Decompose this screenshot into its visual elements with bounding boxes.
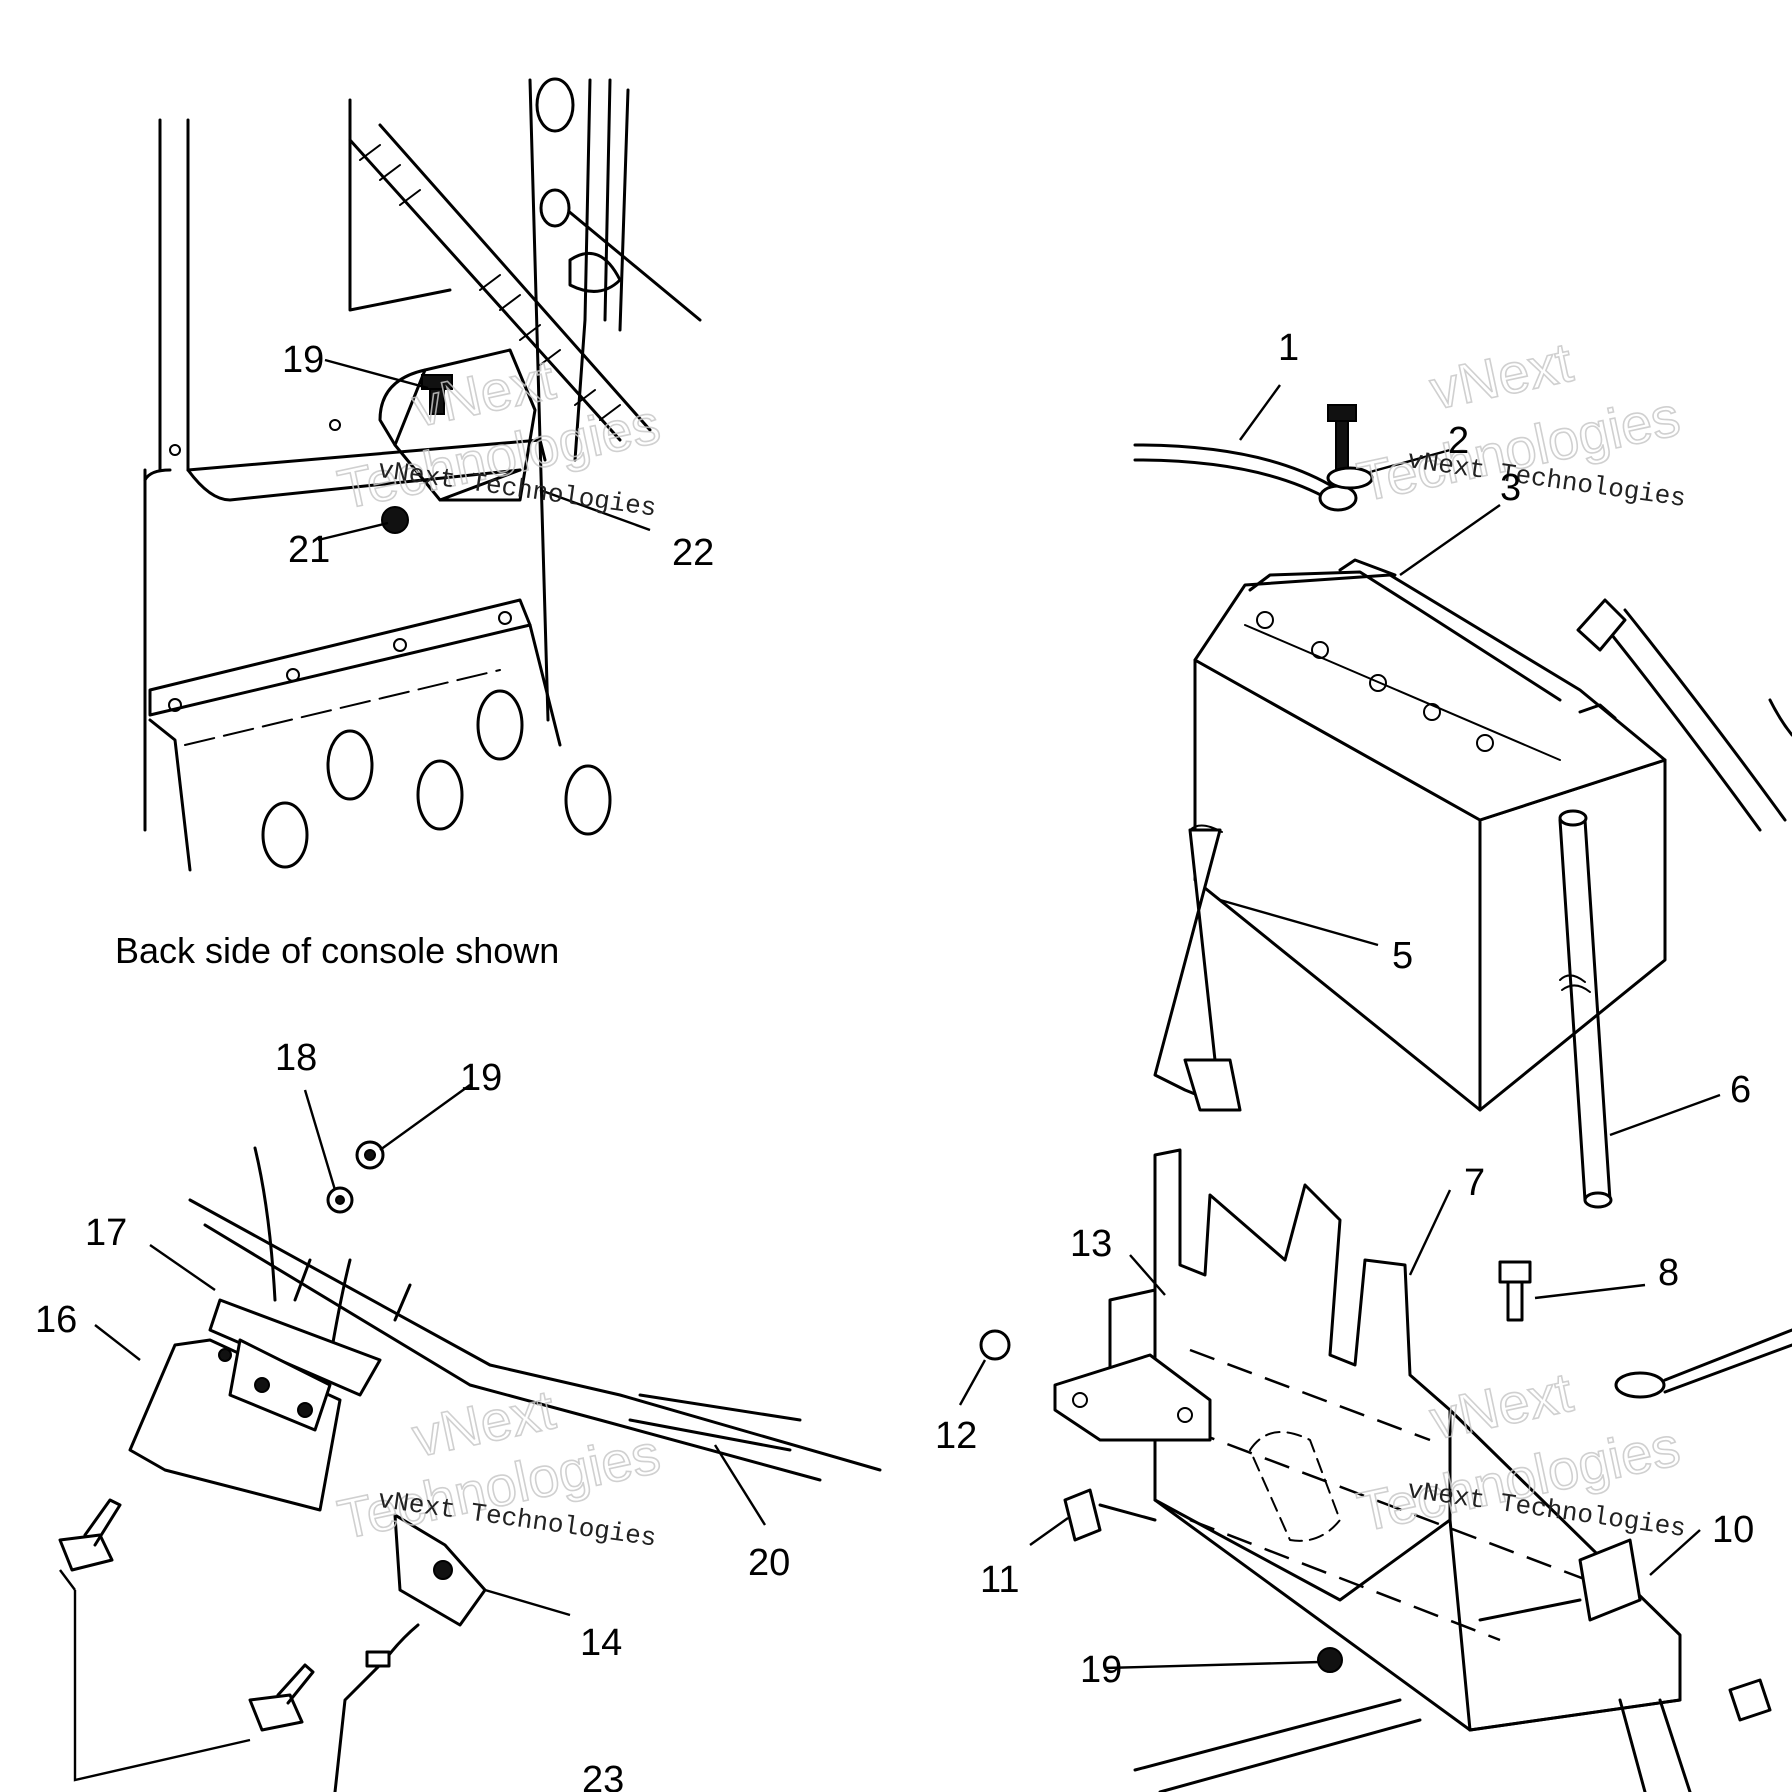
cable-end-right [1614,1328,1792,1399]
callout-6: 6 [1730,1069,1751,1111]
bolt-lower-left-a [58,1498,122,1572]
callout-7: 7 [1464,1162,1485,1204]
watermark-top-right: vNext Technologies vNext Technologies [1351,329,1687,514]
callout-2: 2 [1448,420,1469,462]
watermark-bottom-left: vNext Technologies vNext Technologies [332,1377,666,1554]
callout-13: 13 [1070,1223,1112,1265]
leader-lines [59,358,1721,1782]
callout-20: 20 [748,1542,790,1584]
watermark-top-left: vNext Technologies vNext Technologies [332,347,666,524]
callout-labels: 19 21 22 1 2 3 5 6 7 8 10 11 12 13 19 14… [35,327,1754,1792]
washer-3 [1326,466,1374,490]
battery-tray-7 [1108,1148,1682,1732]
bolt-lower-left-b [248,1663,315,1732]
callout-18: 18 [275,1037,317,1079]
view-caption: Back side of console shown [115,930,559,971]
screw-19-top [421,374,453,415]
star-washer-18 [326,1186,354,1214]
callout-10: 10 [1712,1509,1754,1551]
callout-17: 17 [85,1212,127,1254]
callout-23: 23 [582,1759,624,1792]
callout-1: 1 [1278,327,1299,369]
hold-down-strap-5 [1153,824,1242,1112]
nut-19-lower [355,1140,385,1170]
callout-19-top: 19 [282,339,324,381]
callout-5: 5 [1392,935,1413,977]
relay-16 [128,1298,382,1512]
callout-19-right: 19 [1080,1649,1122,1691]
callout-3: 3 [1500,467,1521,509]
nut-12 [979,1329,1011,1361]
vent-tube-6 [1558,809,1613,1209]
callout-14: 14 [580,1622,622,1664]
watermark-brand: vNext [1425,330,1579,421]
wiring-harness-upper [348,78,702,462]
bolt-11 [1063,1488,1157,1542]
callout-19-lower: 19 [460,1057,502,1099]
nut-19-right [1317,1647,1343,1673]
frame-lower-right [1133,1678,1772,1792]
fastener-10 [1578,1538,1642,1622]
callout-11: 11 [980,1559,1019,1601]
callout-12: 12 [935,1415,977,1457]
terminal-14 [333,1513,487,1792]
callout-21: 21 [288,529,330,571]
bolt-8 [1498,1260,1532,1322]
callout-16: 16 [35,1299,77,1341]
cable-right [1576,598,1792,832]
nut-21 [381,506,409,534]
relay-bracket-22 [378,348,537,502]
bracket-11 [1053,1353,1212,1442]
watermark-brand: vNext [1425,1360,1579,1451]
callout-22: 22 [672,532,714,574]
callout-8: 8 [1658,1252,1679,1294]
console-panel [143,77,612,872]
battery-4 [1193,558,1667,1112]
cable-1 [1133,443,1358,512]
bolt-2 [1327,404,1357,471]
